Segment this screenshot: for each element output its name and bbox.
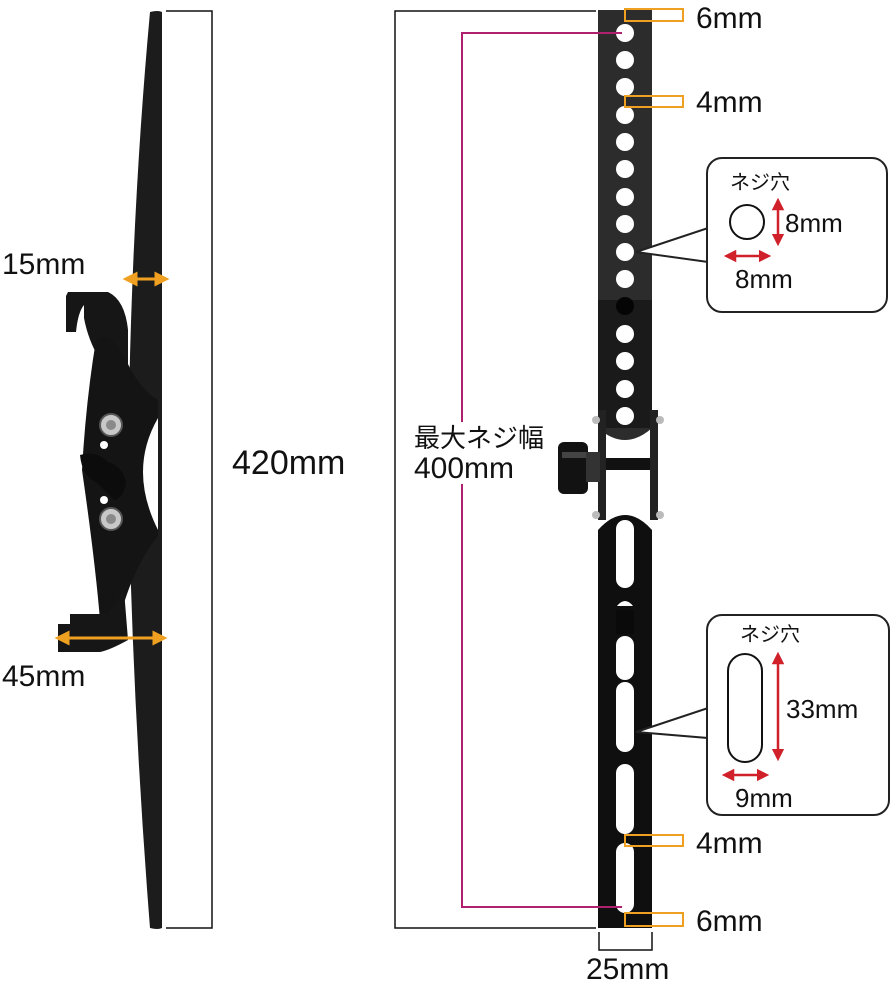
thickness-label: 15mm: [2, 248, 86, 281]
slot-hole-icon: [727, 653, 763, 763]
top-hole-pitch-label: 4mm: [696, 86, 763, 119]
slot-hole-height: 33mm: [786, 694, 859, 724]
bottom-edge-offset-label: 6mm: [696, 905, 763, 938]
round-hole-icon: [729, 204, 765, 240]
tilt-knob: [558, 442, 600, 494]
max-screw-span-title: 最大ネジ幅: [414, 424, 545, 454]
side-view-bracket: [58, 11, 162, 929]
tilt-hinge: [592, 410, 664, 520]
bar-width-dimension-line: [598, 932, 653, 951]
front-height-dimension-line: [394, 10, 596, 929]
max-screw-span-value: 400mm: [414, 452, 515, 485]
round-hole-title: ネジ穴: [730, 170, 790, 194]
top-edge-offset-label: 6mm: [696, 2, 763, 35]
slot-hole-title: ネジ穴: [740, 622, 800, 646]
front-view-lower-bar: [598, 515, 652, 928]
round-hole-height: 8mm: [785, 208, 843, 238]
bar-width-label: 25mm: [586, 953, 670, 986]
total-height-label: 420mm: [232, 444, 346, 482]
side-height-dimension-line: [166, 10, 213, 929]
slot-hole-width: 9mm: [735, 783, 793, 813]
hook-depth-label: 45mm: [2, 660, 86, 693]
round-hole-width: 8mm: [735, 264, 793, 294]
bottom-hole-pitch-label: 4mm: [696, 827, 763, 860]
pitch-markers: [624, 8, 684, 927]
front-view-upper-bar: [598, 10, 652, 440]
